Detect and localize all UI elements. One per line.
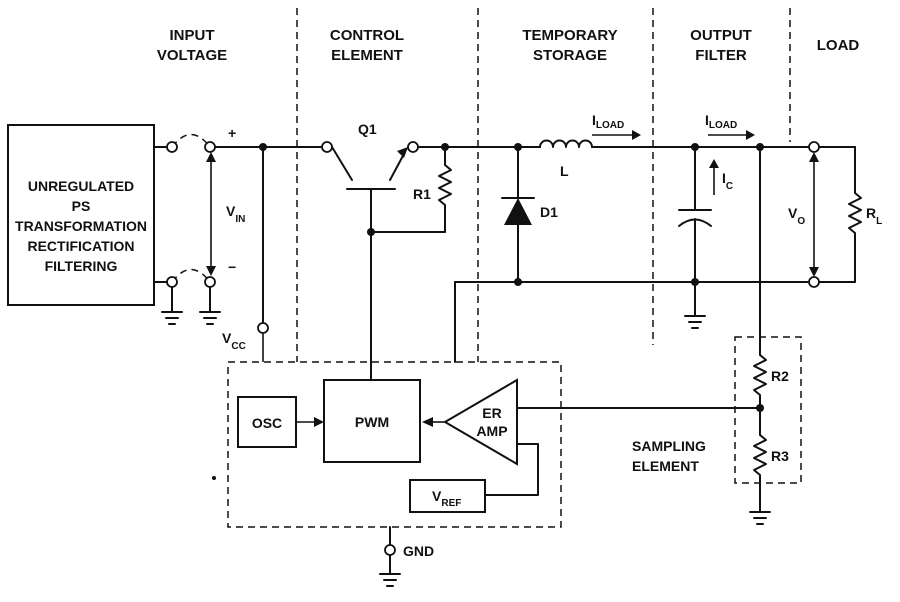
r3-label: R3 [771, 448, 789, 464]
vref-block: VREF [409, 479, 486, 513]
vref-label: VREF [432, 488, 461, 509]
vo-arrow [809, 152, 819, 277]
iload-arrow-1 [592, 130, 641, 140]
r3-resistor [749, 407, 771, 525]
r1-resistor [370, 146, 452, 233]
header-input-voltage-line1: INPUT [170, 27, 215, 44]
ic-arrow [709, 159, 719, 195]
q1-transistor [321, 141, 408, 381]
vin-arrow [206, 152, 216, 276]
header-control-element-line2: ELEMENT [331, 47, 403, 64]
r1-label: R1 [413, 186, 431, 202]
gnd-terminal [379, 526, 401, 587]
header-output-filter-line2: FILTER [695, 47, 747, 64]
load-resistor-rl [818, 146, 862, 283]
inductor-label: L [560, 163, 569, 179]
pwm-block: PWM [323, 379, 421, 463]
amp-label: AMP [476, 423, 507, 439]
header-temporary-storage-line2: STORAGE [533, 47, 607, 64]
source-line-5: FILTERING [45, 258, 118, 274]
header-input-voltage-line2: VOLTAGE [157, 47, 227, 64]
gnd-label: GND [403, 543, 434, 559]
source-line-4: RECTIFICATION [27, 238, 134, 254]
iload-label-1: ILOAD [592, 112, 624, 131]
input-terminals [153, 133, 221, 325]
header-temporary-storage-line1: TEMPORARY [522, 27, 617, 44]
minus-sign: − [228, 259, 236, 275]
rl-label: RL [866, 205, 882, 227]
unregulated-source-block: UNREGULATED PS TRANSFORMATION RECTIFICAT… [7, 124, 155, 306]
osc-block: OSC [237, 396, 297, 448]
iload-arrow-2 [708, 130, 755, 140]
iload-label-2: ILOAD [705, 112, 737, 131]
d1-label: D1 [540, 204, 558, 220]
source-line-3: TRANSFORMATION [15, 218, 147, 234]
r2-resistor [753, 146, 767, 409]
er-label: ER [482, 405, 501, 421]
sampling-element-line2: ELEMENT [632, 458, 699, 474]
inductor-l [539, 139, 809, 148]
header-load: LOAD [817, 37, 860, 54]
q1-label: Q1 [358, 121, 377, 137]
output-capacitor [678, 146, 712, 283]
section-dividers [296, 8, 791, 362]
plus-sign: + [228, 125, 236, 141]
sampling-element-line1: SAMPLING [632, 438, 706, 454]
source-line-1: UNREGULATED [28, 178, 134, 194]
header-control-element-line1: CONTROL [330, 27, 404, 44]
error-amplifier: ER AMP [443, 378, 518, 466]
vcc-label: VCC [222, 330, 246, 352]
osc-label: OSC [252, 415, 282, 431]
vin-label: VIN [226, 203, 245, 225]
pwm-label: PWM [355, 414, 389, 430]
control-ic-boundary [227, 361, 562, 528]
r2-label: R2 [771, 368, 789, 384]
d1-diode [501, 146, 535, 283]
ic-label: IC [722, 170, 733, 192]
source-line-2: PS [72, 198, 91, 214]
header-output-filter-line1: OUTPUT [690, 27, 752, 44]
vo-label: VO [788, 205, 805, 227]
